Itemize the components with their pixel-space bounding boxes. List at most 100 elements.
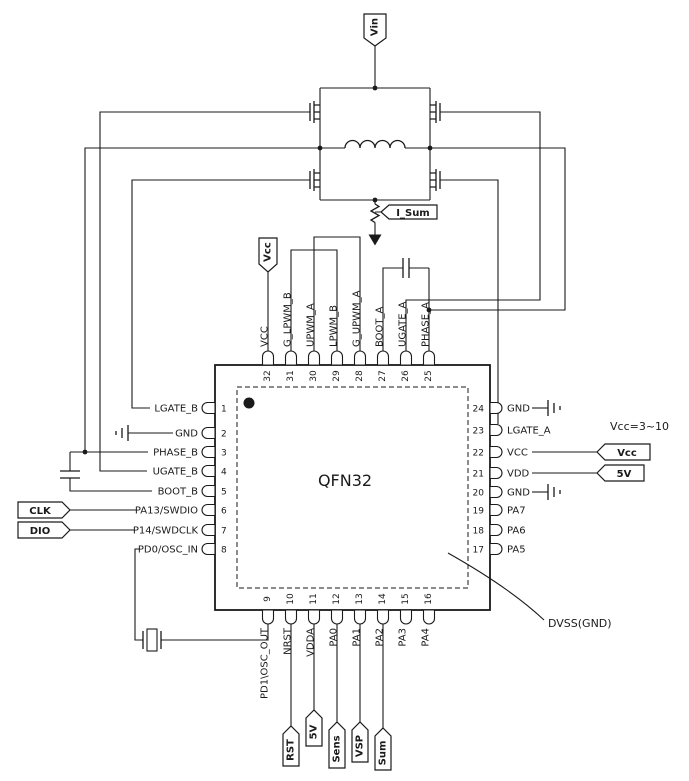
pin-label: PA13/SWDIO <box>135 506 198 517</box>
wire-ugate-b <box>99 111 310 472</box>
mosfet-upper-right-icon <box>430 101 441 123</box>
pin-number: 17 <box>473 546 484 556</box>
flag-vin-shape <box>363 13 387 47</box>
pin-label: GND <box>507 488 530 499</box>
chip: QFN32 32 <box>133 290 551 699</box>
flag-label: DIO <box>30 526 51 537</box>
flag-dio-shape <box>17 521 71 539</box>
pin-label: LGATE_A <box>507 426 551 437</box>
junction-dot <box>372 85 378 91</box>
pin-stub <box>201 445 216 459</box>
pin-number: 21 <box>473 470 484 480</box>
junction-dot <box>427 145 433 151</box>
wire-oscillator <box>134 548 269 641</box>
pin-label: VDD <box>507 469 530 480</box>
pin-number: 22 <box>473 449 484 459</box>
pin-number: 20 <box>473 489 485 499</box>
mosfet-lower-left-icon <box>309 169 320 191</box>
pin-label: PA4 <box>421 628 432 647</box>
flag-vcc-right: Vcc <box>596 443 651 461</box>
pin-label: G_LPWM_B <box>283 292 294 347</box>
chip-name: QFN32 <box>318 471 372 490</box>
pin-number: 9 <box>263 596 273 602</box>
flag-label: Vcc <box>263 242 274 262</box>
bootstrap-capacitor-left-icon <box>60 470 80 479</box>
pin-number: 6 <box>221 507 227 517</box>
pin-stub <box>201 426 216 440</box>
dvss-note: DVSS(GND) <box>548 617 612 630</box>
flag-clk-shape <box>17 501 71 519</box>
wire-phase-b <box>69 147 320 492</box>
inductor-icon <box>344 139 406 149</box>
pin-stub <box>489 401 503 415</box>
flag-isum: I_Sum <box>380 204 438 220</box>
mosfet-lower-right-icon <box>430 169 441 191</box>
ground-symbol-pin24-icon <box>547 400 561 416</box>
pin-stub <box>353 350 367 366</box>
pin-stub <box>307 609 321 625</box>
ground-symbol-pin2-icon <box>115 425 129 441</box>
pin-label: UGATE_A <box>398 301 409 347</box>
flag-label: Vin <box>370 18 381 36</box>
junction-dot <box>82 449 88 455</box>
flag-rst-shape <box>282 725 300 767</box>
dvss-leader-line <box>447 552 545 621</box>
pin-number: 16 <box>424 593 434 605</box>
pin-label: PD0/OSC_IN <box>138 545 198 556</box>
pin-label: VCC <box>260 326 271 347</box>
pin-number: 23 <box>473 427 484 437</box>
pin-stub <box>399 609 413 625</box>
pin-stub <box>284 350 298 366</box>
pin-label: VCC <box>507 448 528 459</box>
pin-number: 25 <box>424 370 434 381</box>
pin-number: 18 <box>473 527 485 537</box>
pin-label: BOOT_A <box>375 306 386 347</box>
pin-label: NRST <box>283 627 294 655</box>
flag-label: VSP <box>355 735 366 757</box>
pin-number: 15 <box>401 593 411 604</box>
pin-stub <box>284 609 298 625</box>
pin-label: PA6 <box>507 526 526 537</box>
bootstrap-capacitor-right-icon <box>402 258 410 278</box>
flag-vcc-top-shape <box>258 237 278 273</box>
pin-label: PA7 <box>507 506 526 517</box>
flag-label: 5V <box>617 469 632 480</box>
wires <box>69 46 597 728</box>
pin-stub <box>489 485 503 499</box>
pin-label: VDDA <box>306 628 317 657</box>
pin-stub <box>489 523 503 537</box>
pin-stub <box>489 542 503 556</box>
pin-label: PA3 <box>398 628 409 647</box>
flag-sum-shape <box>374 727 392 771</box>
pin-number: 14 <box>378 593 388 605</box>
pin-number: 7 <box>221 527 227 537</box>
pin-stub <box>399 350 413 366</box>
flag-5v-bottom-shape <box>305 709 323 747</box>
pin-label: PA2 <box>375 628 386 647</box>
pin-number: 12 <box>332 593 342 604</box>
pin-number: 29 <box>332 370 342 382</box>
sense-resistor-icon <box>369 203 381 224</box>
flag-sum: Sum <box>374 727 392 771</box>
pin-number: 2 <box>221 430 227 440</box>
pin-label: LGATE_B <box>154 404 198 415</box>
flag-label: RST <box>286 739 297 761</box>
pin-number: 31 <box>286 370 296 381</box>
flag-label: Sum <box>378 741 389 766</box>
flag-label: Sens <box>332 735 343 762</box>
pin-number: 32 <box>263 370 273 381</box>
wire-boot-a <box>382 267 429 351</box>
wire-ugate-a <box>405 111 541 351</box>
pin-label: PHASE_B <box>153 448 198 459</box>
wire-phase-a <box>428 147 566 351</box>
pin-stub <box>201 401 216 415</box>
junction-dots <box>82 85 433 455</box>
pin-stub <box>489 423 503 437</box>
pin-number: 13 <box>355 593 365 604</box>
pin-label: UGATE_B <box>153 467 199 478</box>
pin-stub <box>201 542 216 556</box>
pin-label: GND <box>507 404 530 415</box>
pin-stub <box>489 445 503 459</box>
flag-5v-right-shape <box>596 464 645 482</box>
